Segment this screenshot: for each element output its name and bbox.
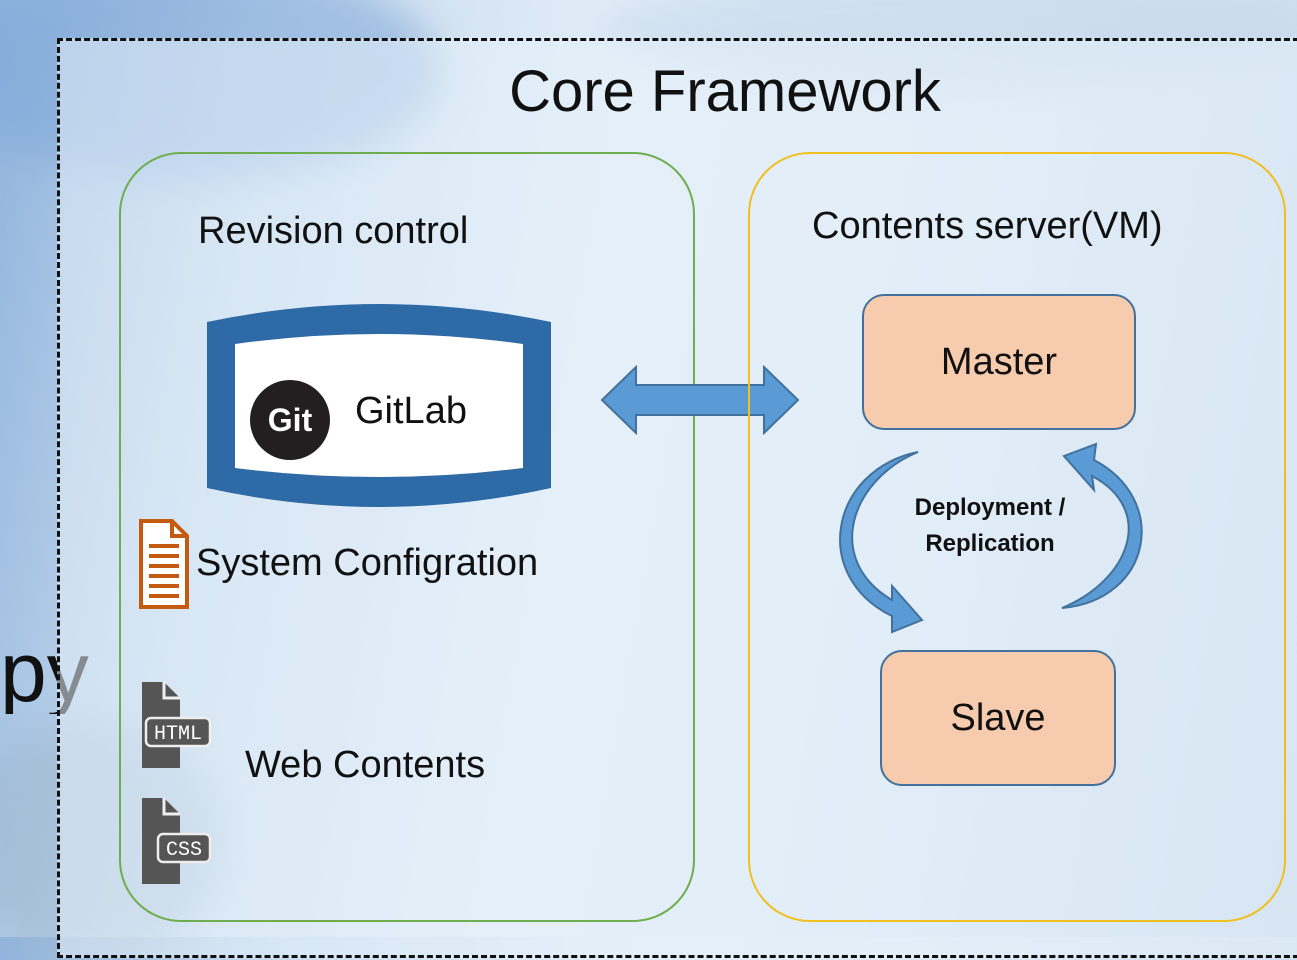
revision-control-label: Revision control <box>198 210 469 252</box>
master-node: Master <box>862 294 1136 430</box>
html-tag-text: HTML <box>154 723 202 746</box>
git-logo-icon: Git <box>250 380 330 460</box>
gitlab-label: GitLab <box>355 390 467 432</box>
deployment-replication-label: Deployment / Replication <box>870 490 1110 562</box>
sync-double-arrow <box>600 365 800 435</box>
master-label: Master <box>940 340 1058 383</box>
deployment-line: Deployment / <box>914 494 1066 521</box>
contents-server-panel <box>748 152 1286 922</box>
revision-control-panel <box>119 152 695 922</box>
contents-server-label: Contents server(VM) <box>812 205 1163 247</box>
deployment-cycle-arrows <box>839 442 1143 634</box>
git-logo-text: Git <box>267 401 313 438</box>
web-contents-label: Web Contents <box>245 744 486 786</box>
replication-line: Replication <box>925 530 1055 557</box>
diagram-title: Core Framework <box>509 59 941 124</box>
slave-label: Slave <box>950 696 1046 739</box>
system-config-label: System Configration <box>196 542 539 584</box>
slave-node: Slave <box>880 650 1116 786</box>
css-file-icon: CSS <box>142 798 212 884</box>
document-icon <box>139 519 189 609</box>
css-tag-text: CSS <box>166 839 202 862</box>
html-file-icon: HTML <box>142 682 212 768</box>
